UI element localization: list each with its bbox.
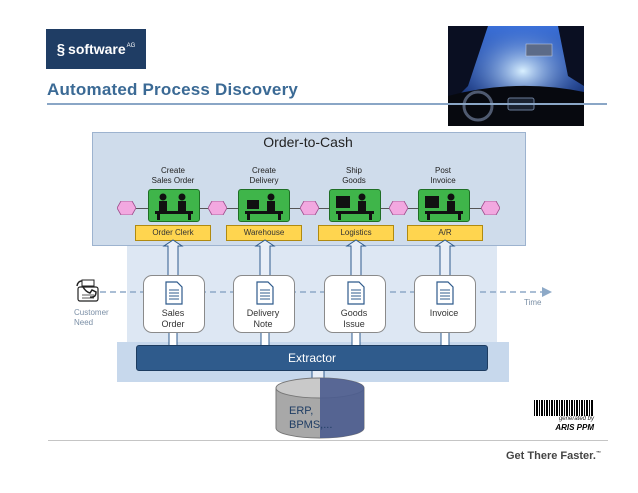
person-at-desk-icon bbox=[155, 193, 193, 220]
document-label-delivery-note: Delivery Note bbox=[246, 308, 280, 329]
function-create-delivery bbox=[238, 189, 290, 222]
software-ag-logo: § software AG bbox=[46, 29, 146, 69]
function-label-ship-goods: Ship Goods bbox=[342, 166, 366, 185]
person-at-desk-icon bbox=[336, 193, 374, 220]
footer-divider bbox=[48, 440, 608, 441]
generated-by-label: generated by bbox=[558, 416, 594, 422]
road-sign bbox=[525, 43, 553, 57]
function-create-sales-order bbox=[148, 189, 200, 222]
s-mark-icon: § bbox=[56, 40, 66, 58]
brand-suffix: AG bbox=[126, 43, 136, 49]
document-label-invoice: Invoice bbox=[429, 308, 459, 318]
barcode-icon bbox=[534, 400, 594, 416]
document-icon bbox=[165, 281, 183, 305]
telephone-fax-icon bbox=[76, 279, 99, 302]
event-4 bbox=[389, 201, 408, 215]
tagline: Get There Faster.™ bbox=[506, 450, 601, 462]
brand-name: software bbox=[68, 41, 126, 57]
document-icon bbox=[347, 281, 365, 305]
tagline-text: Get There Faster. bbox=[506, 450, 596, 462]
person-at-desk-icon bbox=[425, 193, 463, 220]
function-label-create-delivery: Create Delivery bbox=[249, 166, 279, 185]
function-ship-goods bbox=[329, 189, 381, 222]
car-dashboard-photo bbox=[448, 26, 584, 126]
tagline-trademark: ™ bbox=[595, 450, 601, 457]
event-1 bbox=[117, 201, 136, 215]
function-post-invoice bbox=[418, 189, 470, 222]
aris-ppm-label: ARIS PPM bbox=[555, 423, 594, 432]
timeline-arrowhead bbox=[542, 287, 552, 297]
timeline-end-label: Time bbox=[524, 298, 542, 307]
aris-ppm-logo: generated by ARIS PPM bbox=[534, 400, 594, 432]
process-title: Order-to-Cash bbox=[263, 134, 353, 150]
source-systems-label: ERP, BPMS,... bbox=[289, 405, 333, 431]
title-divider bbox=[47, 103, 607, 105]
document-label-sales-order: Sales Order bbox=[161, 308, 185, 329]
document-label-goods-issue: Goods Issue bbox=[340, 308, 368, 329]
person-at-desk-icon bbox=[245, 193, 283, 220]
timeline-start-label: Customer Need bbox=[74, 308, 109, 327]
document-icon bbox=[436, 281, 454, 305]
page-title: Automated Process Discovery bbox=[47, 80, 299, 99]
database-cylinder-icon bbox=[275, 377, 365, 439]
function-label-create-sales-order: Create Sales Order bbox=[151, 166, 195, 185]
event-2 bbox=[208, 201, 227, 215]
extractor-bar: Extractor bbox=[136, 345, 488, 371]
event-5 bbox=[481, 201, 500, 215]
function-label-post-invoice: Post Invoice bbox=[430, 166, 456, 185]
event-3 bbox=[300, 201, 319, 215]
document-icon bbox=[256, 281, 274, 305]
